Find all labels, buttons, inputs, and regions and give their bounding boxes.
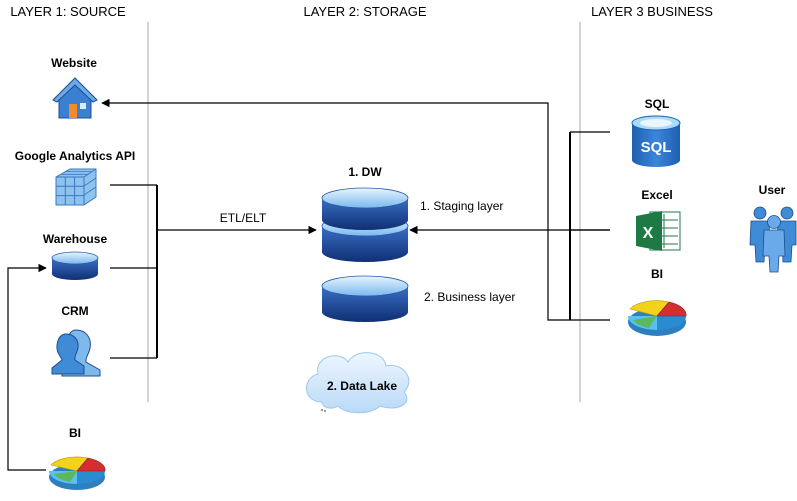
- house-icon: [52, 77, 98, 119]
- sql-database-icon: SQL: [631, 115, 681, 167]
- header-source: LAYER 1: SOURCE: [10, 4, 126, 19]
- label-warehouse: Warehouse: [43, 232, 108, 246]
- label-google-analytics: Google Analytics API: [15, 149, 135, 163]
- bi-business-pie-icon: [628, 300, 687, 336]
- feedback-to-website-connector: [101, 98, 570, 321]
- label-user: User: [759, 183, 786, 197]
- dw-database-icon: [321, 187, 409, 262]
- data-lake-dot: [321, 409, 323, 411]
- label-bi-business: BI: [651, 267, 663, 281]
- label-crm: CRM: [61, 304, 88, 318]
- crm-people-icon: [51, 329, 101, 377]
- excel-icon: X: [636, 211, 681, 251]
- label-excel: Excel: [641, 188, 672, 202]
- label-bi-source: BI: [69, 426, 81, 440]
- label-data-lake: 2. Data Lake: [327, 379, 397, 393]
- warehouse-db-icon: [51, 251, 99, 280]
- data-lake-dot: [324, 410, 326, 412]
- business-layer-database-icon: [321, 275, 409, 322]
- label-staging-layer: 1. Staging layer: [420, 199, 503, 213]
- data-lake-cloud-icon: [306, 352, 410, 414]
- cube-grid-icon: [55, 168, 97, 206]
- label-dw: 1. DW: [348, 165, 382, 179]
- user-group-icon: [749, 206, 797, 273]
- label-etl: ETL/ELT: [220, 211, 267, 225]
- excel-x-glyph: X: [643, 225, 654, 242]
- sql-icon-text: SQL: [641, 139, 672, 156]
- label-website: Website: [51, 56, 97, 70]
- header-storage: LAYER 2: STORAGE: [303, 4, 426, 19]
- bi-pie-icon: [49, 456, 106, 490]
- header-business: LAYER 3 BUSINESS: [591, 4, 713, 19]
- label-business-layer: 2. Business layer: [424, 290, 515, 304]
- label-sql: SQL: [645, 97, 670, 111]
- bi-to-warehouse-connector: [7, 263, 47, 471]
